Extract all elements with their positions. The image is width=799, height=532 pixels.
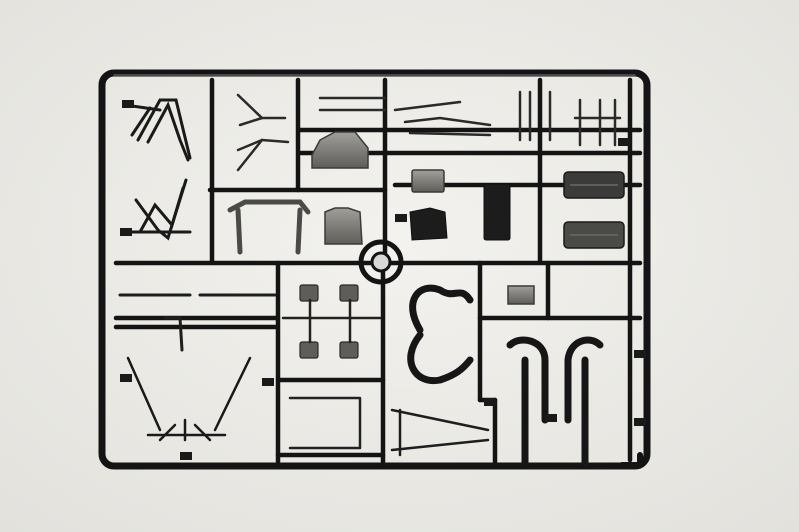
gray-upright-parts bbox=[311, 131, 535, 305]
chassis-frame-piece bbox=[227, 199, 311, 255]
wishbone-parts-top bbox=[236, 90, 622, 172]
engine-head-parts bbox=[563, 171, 625, 249]
black-block-parts bbox=[409, 183, 511, 241]
strut-assembly-bottom-left bbox=[126, 356, 252, 442]
sprue-frame bbox=[98, 69, 651, 470]
sprue-hub bbox=[358, 239, 404, 285]
strut-assembly-top-left bbox=[123, 98, 192, 241]
bottom-center-links bbox=[390, 408, 490, 457]
drive-shafts bbox=[118, 293, 277, 352]
exhaust-pipes bbox=[407, 284, 604, 469]
frame-gates bbox=[120, 100, 646, 460]
middle-links bbox=[281, 298, 382, 450]
suspension-uprights-middle bbox=[299, 284, 359, 359]
